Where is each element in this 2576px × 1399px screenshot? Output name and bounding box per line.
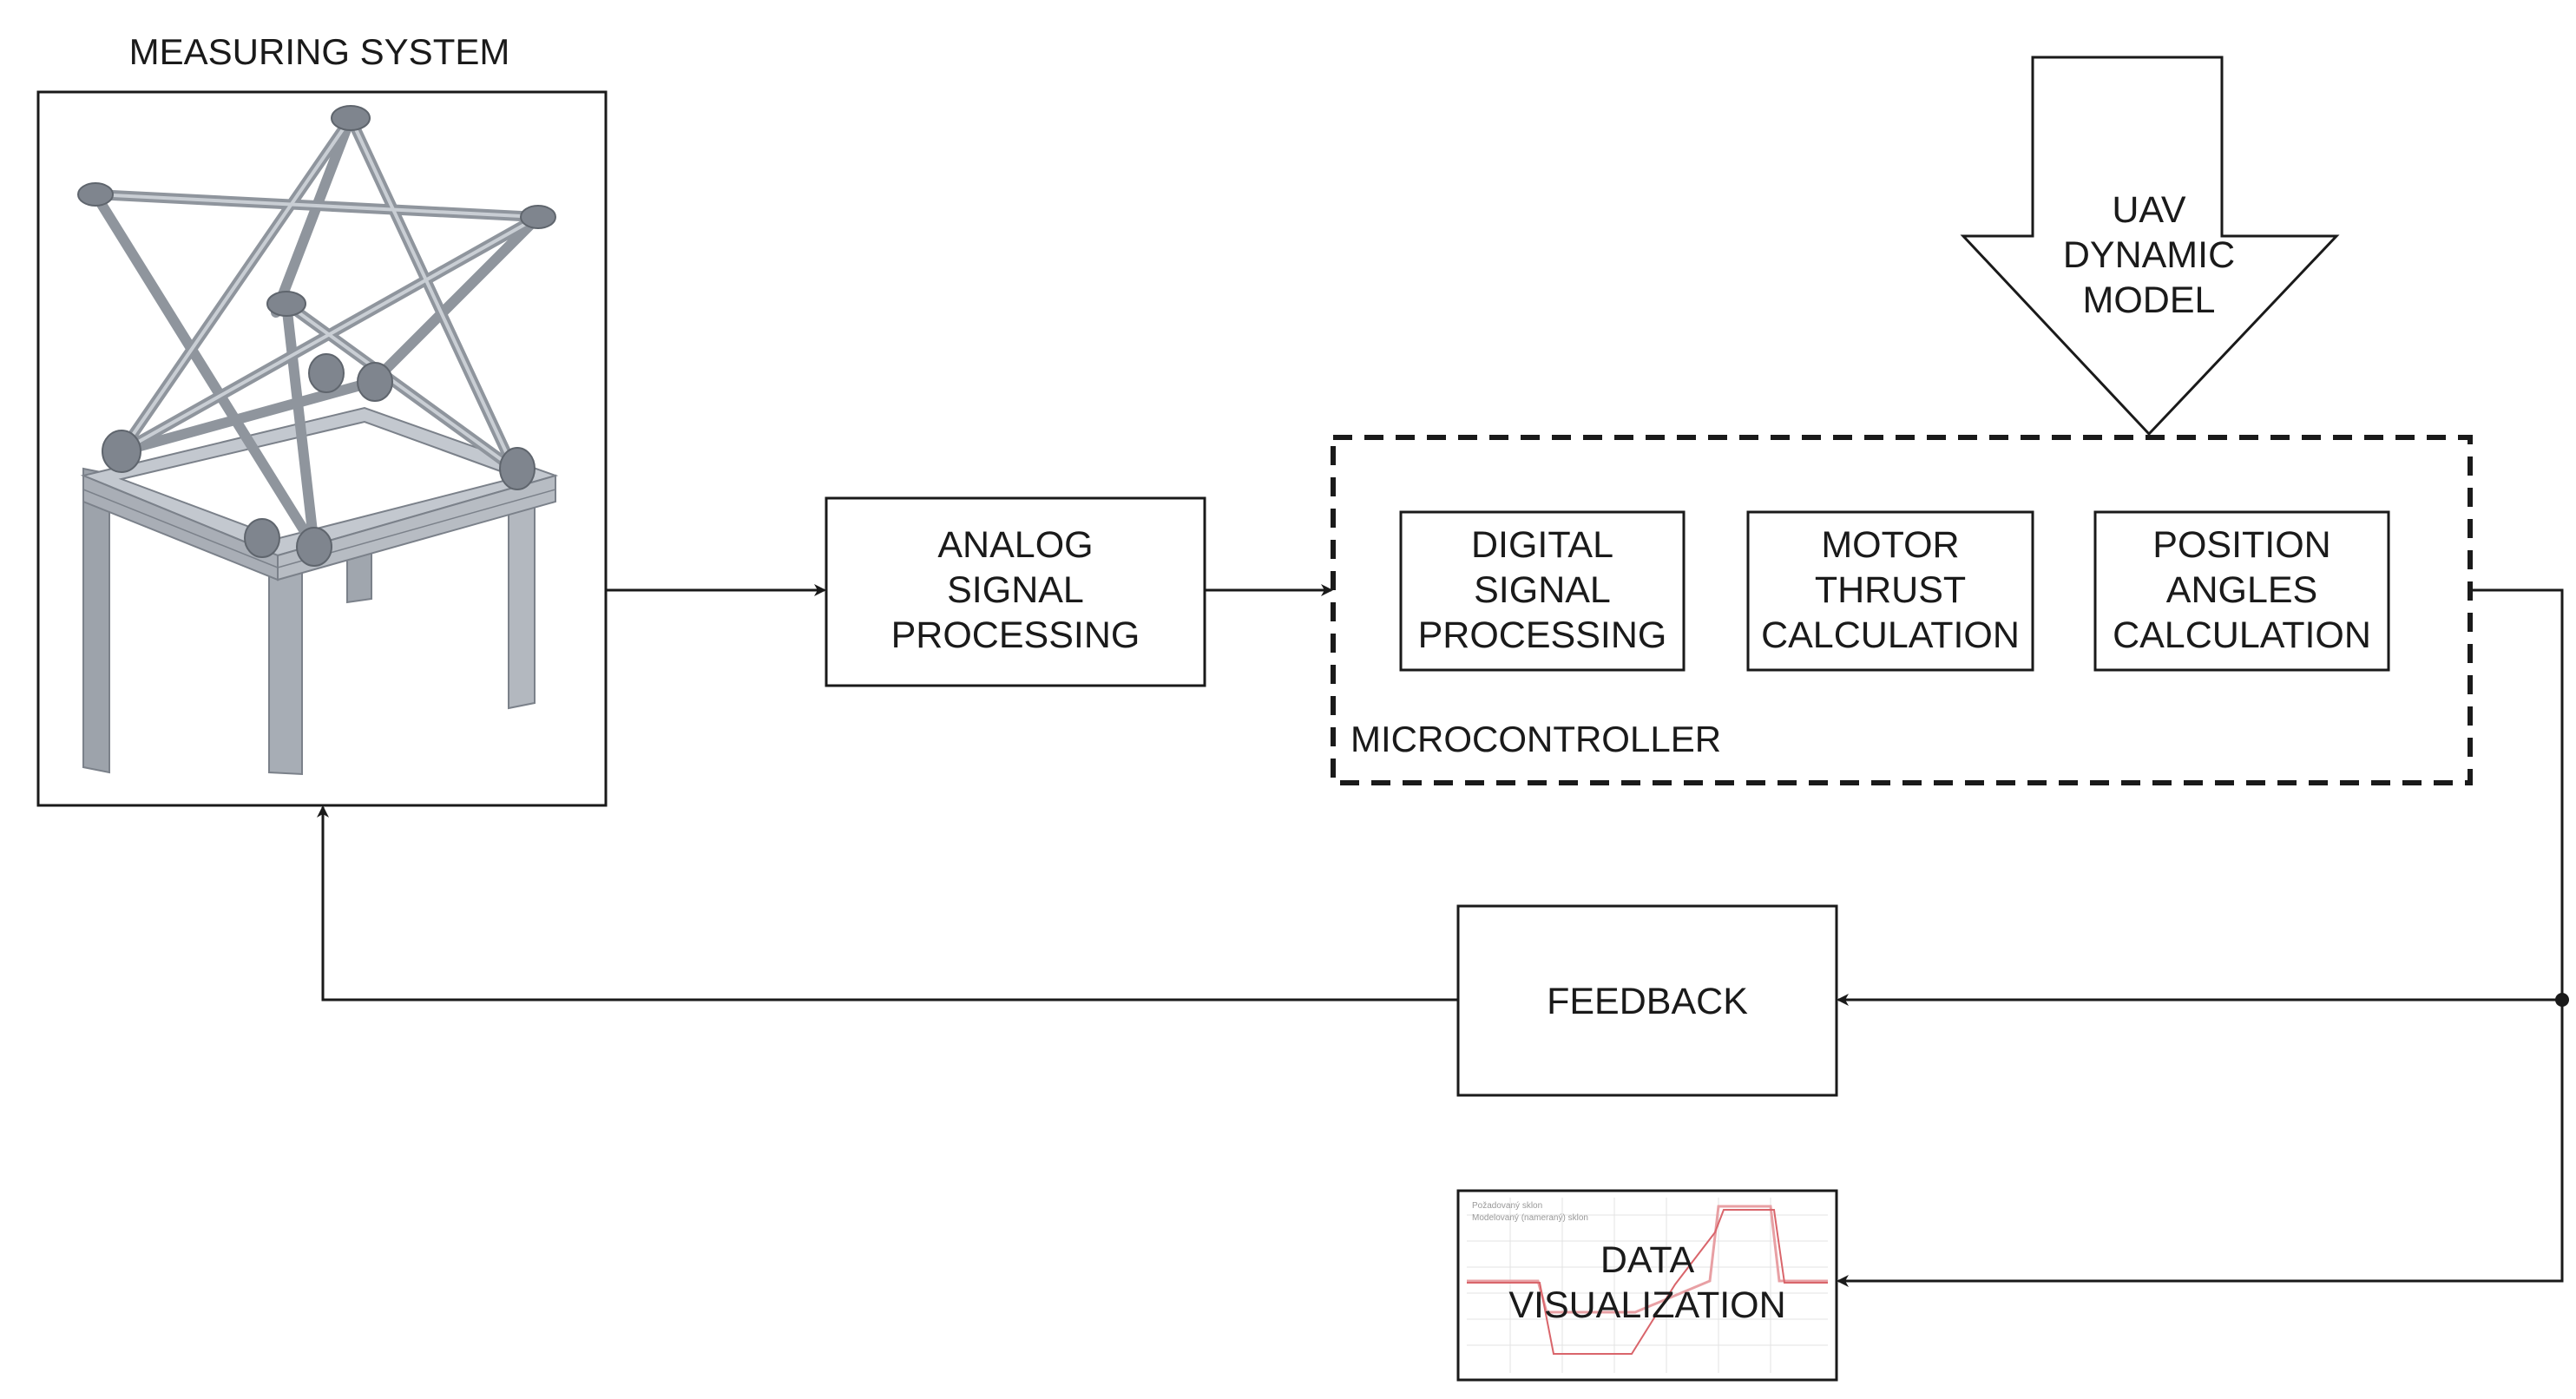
data-visualization-line-2: VISUALIZATION bbox=[1508, 1284, 1785, 1326]
measuring-frame-illustration bbox=[77, 105, 559, 776]
dsp-line-1: DIGITAL bbox=[1471, 524, 1613, 566]
dsp-line-2: SIGNAL bbox=[1474, 569, 1611, 611]
motor-line-2: THRUST bbox=[1815, 569, 1966, 611]
digital-signal-processing-box bbox=[1399, 510, 1686, 672]
position-line-2: ANGLES bbox=[2166, 569, 2317, 611]
junction-dot bbox=[2555, 993, 2569, 1007]
analog-signal-processing-box bbox=[825, 496, 1206, 687]
analog-line-2: SIGNAL bbox=[947, 569, 1084, 611]
feedback-box bbox=[1456, 904, 1838, 1097]
measuring-system-title: MEASURING SYSTEM bbox=[129, 31, 510, 72]
motor-thrust-calculation-box bbox=[1746, 510, 2034, 672]
dsp-line-3: PROCESSING bbox=[1418, 614, 1667, 656]
arrow-microcontroller-to-data-visualization bbox=[1837, 588, 2564, 1287]
microcontroller-boundary bbox=[1331, 435, 2473, 785]
uav-line-1: UAV bbox=[2112, 189, 2186, 231]
plot-legend-entry-1: Požadovaný sklon bbox=[1472, 1201, 1542, 1211]
plot-legend-entry-2: Modelovaný (nameraný) sklon bbox=[1472, 1213, 1588, 1223]
uav-line-3: MODEL bbox=[2083, 279, 2216, 321]
uav-dynamic-model-arrow bbox=[1960, 56, 2340, 437]
microcontroller-label: MICROCONTROLLER bbox=[1350, 719, 1721, 759]
position-line-1: POSITION bbox=[2152, 524, 2330, 566]
analog-line-1: ANALOG bbox=[937, 524, 1093, 566]
motor-line-1: MOTOR bbox=[1821, 524, 1959, 566]
position-angles-calculation-box bbox=[2093, 510, 2390, 672]
analog-line-3: PROCESSING bbox=[891, 614, 1140, 656]
uav-line-2: DYNAMIC bbox=[2063, 234, 2235, 276]
data-visualization-line-1: DATA bbox=[1600, 1239, 1695, 1281]
feedback-label: FEEDBACK bbox=[1547, 981, 1748, 1022]
motor-line-3: CALCULATION bbox=[1761, 614, 2020, 656]
position-line-3: CALCULATION bbox=[2113, 614, 2371, 656]
data-visualization-thumbnail-plot: Požadovaný sklon Modelovaný (nameraný) s… bbox=[1467, 1198, 1828, 1373]
arrow-feedback-to-measuring-system bbox=[317, 805, 1458, 1002]
